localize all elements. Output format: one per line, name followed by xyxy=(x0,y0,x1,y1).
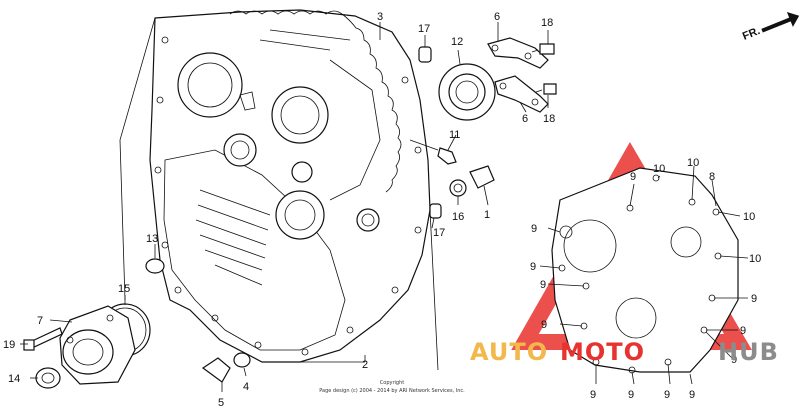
callout-3: 3 xyxy=(377,11,383,23)
callout-10: 10 xyxy=(687,157,699,169)
callout-9: 9 xyxy=(541,319,547,331)
arrow-icon xyxy=(761,12,800,33)
callout-14: 14 xyxy=(8,373,20,385)
callout-10: 10 xyxy=(743,211,755,223)
watermark-wordmark: AUTO MOTO HUB xyxy=(470,338,779,366)
callout-18-bottom: 18 xyxy=(543,113,555,125)
callout-10: 10 xyxy=(653,163,665,175)
small-parts xyxy=(145,37,557,274)
copyright-notice: Copyright Page design (c) 2004 - 2014 by… xyxy=(319,380,465,394)
callout-19: 19 xyxy=(3,339,15,351)
callout-1: 1 xyxy=(484,209,490,221)
callout-7: 7 xyxy=(37,315,43,327)
callout-13: 13 xyxy=(146,233,158,245)
callout-labels: 3 17 12 6 18 6 18 11 16 1 17 13 15 7 19 … xyxy=(3,11,761,409)
callout-5: 5 xyxy=(218,397,224,409)
copyright-line-2: Page design (c) 2004 - 2014 by ARI Netwo… xyxy=(319,388,465,394)
flange-bolt-holes xyxy=(154,36,422,356)
callout-8: 8 xyxy=(709,171,715,183)
callout-2: 2 xyxy=(362,359,368,371)
lower-left-parts xyxy=(23,303,251,389)
callout-9: 9 xyxy=(530,261,536,273)
callout-12: 12 xyxy=(451,36,463,48)
transmission-housing xyxy=(119,9,439,371)
watermark-word-auto: AUTO xyxy=(470,338,548,366)
watermark-word-hub: HUB xyxy=(718,338,779,366)
callout-9: 9 xyxy=(689,389,695,401)
callout-9: 9 xyxy=(590,389,596,401)
watermark-word-moto: MOTO xyxy=(560,338,645,366)
callout-9: 9 xyxy=(664,389,670,401)
callout-16: 16 xyxy=(452,211,464,223)
callout-6-top: 6 xyxy=(494,11,500,23)
callout-9: 9 xyxy=(740,325,746,337)
direction-label: FR. xyxy=(741,25,762,43)
callout-17-bottom: 17 xyxy=(433,227,445,239)
leader-lines xyxy=(20,22,749,392)
front-direction-indicator: FR. xyxy=(741,12,800,43)
callout-9: 9 xyxy=(540,279,546,291)
callout-11: 11 xyxy=(449,129,460,141)
callout-18-top: 18 xyxy=(541,17,553,29)
callout-9: 9 xyxy=(630,171,636,183)
callout-4: 4 xyxy=(243,381,249,393)
gasket-outline xyxy=(551,167,739,374)
callout-17-top: 17 xyxy=(418,23,430,35)
callout-6-bottom: 6 xyxy=(522,113,528,125)
callout-9: 9 xyxy=(628,389,634,401)
callout-9: 9 xyxy=(731,354,737,366)
callout-9: 9 xyxy=(531,223,537,235)
callout-10: 10 xyxy=(749,253,761,265)
callout-15: 15 xyxy=(118,283,130,295)
callout-9: 9 xyxy=(751,293,757,305)
copyright-line-1: Copyright xyxy=(380,380,404,386)
